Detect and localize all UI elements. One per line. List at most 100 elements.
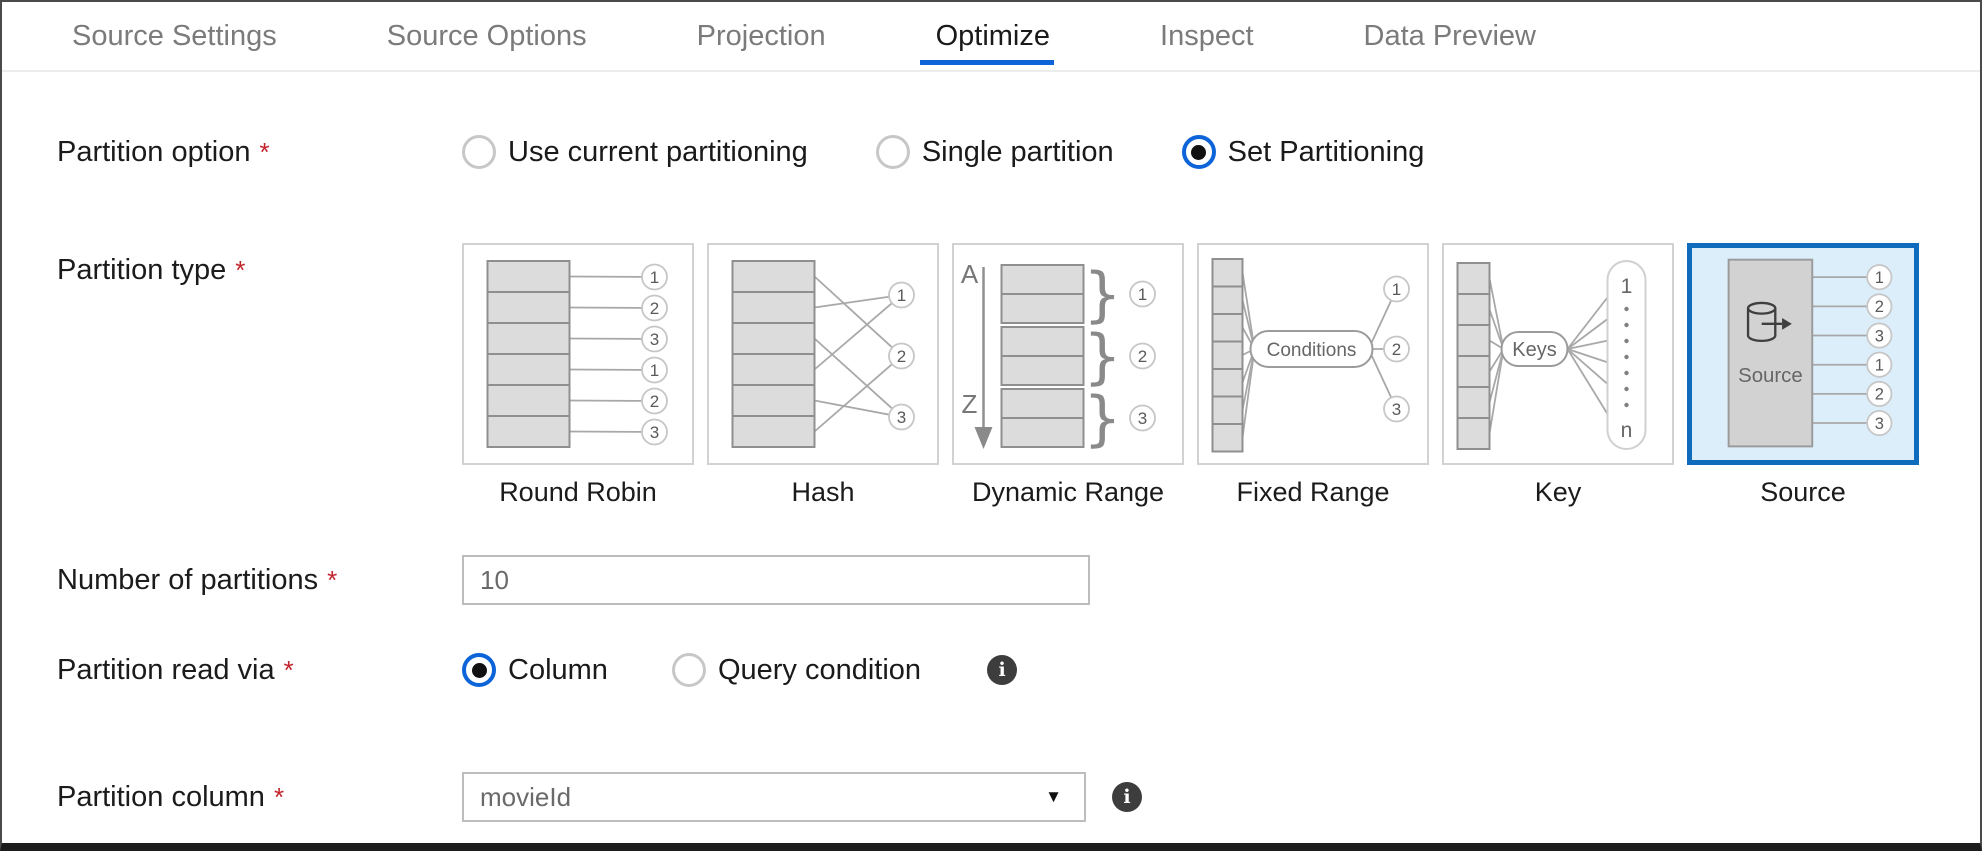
required-asterisk: * (327, 564, 338, 595)
partition-type-label: Partition type * (57, 254, 245, 287)
partition-column-dropdown[interactable]: movieId ▼ (462, 772, 1086, 822)
radio-column[interactable]: Column (462, 653, 608, 687)
radio-option-label: Column (508, 653, 608, 686)
required-asterisk: * (283, 654, 294, 685)
svg-text:2: 2 (1138, 347, 1147, 366)
svg-text:1: 1 (1875, 268, 1884, 287)
partition-type-card-source[interactable]: Source 1 2 3 1 2 3 Source (1687, 243, 1919, 508)
partition-column-row: Partition column * movieId ▼ i (57, 772, 1142, 822)
label-text: Number of partitions (57, 563, 319, 596)
partition-read-via-label: Partition read via * (57, 654, 462, 687)
tab-bar: Source Settings Source Options Projectio… (2, 2, 1980, 72)
label-text: Partition read via (57, 653, 275, 686)
radio-option-label: Set Partitioning (1227, 135, 1425, 168)
source-card-box-selected[interactable]: Source 1 2 3 1 2 3 (1687, 243, 1919, 465)
dynamic-range-card-box[interactable]: A Z } } } 1 2 3 (952, 243, 1184, 465)
svg-text:}: } (1083, 260, 1121, 330)
radio-circle-icon[interactable] (875, 135, 910, 169)
svg-text:}: } (1083, 384, 1121, 454)
svg-text:Keys: Keys (1512, 339, 1556, 361)
tab-optimize[interactable]: Optimize (919, 2, 1055, 70)
partition-option-row: Partition option* Use current partitioni… (57, 130, 1424, 174)
card-name: Hash (791, 477, 855, 507)
svg-text:1: 1 (1875, 356, 1884, 375)
svg-text:3: 3 (1875, 326, 1884, 345)
tab-projection[interactable]: Projection (696, 19, 826, 52)
card-name: Key (1534, 477, 1582, 507)
card-name: Dynamic Range (971, 477, 1165, 507)
number-of-partitions-input[interactable] (462, 555, 1090, 605)
radio-query-condition[interactable]: Query condition (671, 653, 922, 687)
partition-type-card-round-robin[interactable]: 1 2 3 1 2 3 Round Robin (462, 243, 694, 508)
partition-type-card-key[interactable]: Keys 1 n Key (1442, 243, 1674, 508)
svg-text:Z: Z (962, 389, 978, 419)
number-of-partitions-row: Number of partitions * (57, 555, 1090, 605)
dropdown-selected-value: movieId (480, 781, 572, 812)
svg-text:2: 2 (897, 347, 906, 366)
label-text: Partition type (57, 254, 227, 286)
required-asterisk: * (235, 255, 246, 285)
svg-text:1: 1 (650, 361, 659, 380)
svg-text:3: 3 (650, 423, 659, 442)
hash-card-box[interactable]: 1 2 3 (707, 243, 939, 465)
svg-text:A: A (961, 259, 979, 289)
tab-source-options[interactable]: Source Options (386, 19, 587, 52)
radio-option-label: Use current partitioning (508, 135, 808, 168)
svg-text:1: 1 (1621, 275, 1633, 298)
svg-text:1: 1 (650, 268, 659, 287)
svg-text:3: 3 (650, 330, 659, 349)
fixed-range-card-box[interactable]: Conditions 1 2 3 (1197, 243, 1429, 465)
tab-inspect[interactable]: Inspect (1160, 19, 1254, 52)
radio-single-partition[interactable]: Single partition (875, 135, 1114, 169)
partition-option-radio-group: Use current partitioning Single partitio… (462, 135, 1424, 169)
svg-text:3: 3 (1875, 414, 1884, 433)
svg-text:Source: Source (1738, 365, 1803, 387)
key-card-box[interactable]: Keys 1 n (1442, 243, 1674, 465)
partition-type-card-dynamic-range[interactable]: A Z } } } 1 2 3 Dynamic Range (952, 243, 1184, 508)
tab-source-settings[interactable]: Source Settings (72, 19, 277, 52)
required-asterisk: * (273, 781, 285, 812)
radio-option-label: Query condition (717, 653, 922, 686)
radio-option-label: Single partition (921, 135, 1114, 168)
source-diagram-icon: Source 1 2 3 1 2 3 (1727, 258, 1893, 448)
partition-column-label: Partition column * (57, 781, 462, 814)
chevron-down-icon[interactable]: ▼ (1045, 787, 1062, 806)
info-icon[interactable]: i (1112, 782, 1142, 812)
radio-use-current-partitioning[interactable]: Use current partitioning (462, 135, 808, 169)
round-robin-diagram-icon: 1 2 3 1 2 3 (486, 260, 668, 448)
radio-circle-selected-icon[interactable] (1181, 135, 1216, 169)
info-icon[interactable]: i (987, 655, 1018, 685)
svg-text:n: n (1621, 419, 1633, 442)
partition-read-via-row: Partition read via * Column Query conditi… (57, 650, 1018, 690)
key-diagram-icon: Keys 1 n (1456, 260, 1647, 450)
radio-set-partitioning[interactable]: Set Partitioning (1181, 135, 1425, 169)
radio-circle-icon[interactable] (462, 135, 496, 169)
svg-text:3: 3 (1392, 400, 1401, 419)
radio-circle-selected-icon[interactable] (462, 653, 496, 687)
svg-text:Conditions: Conditions (1267, 340, 1357, 361)
svg-text:3: 3 (897, 408, 906, 427)
fixed-range-diagram-icon: Conditions 1 2 3 (1211, 258, 1410, 453)
number-of-partitions-label: Number of partitions * (57, 564, 462, 597)
svg-text:2: 2 (1875, 297, 1884, 316)
dynamic-range-diagram-icon: A Z } } } 1 2 3 (961, 259, 1156, 454)
radio-dot (471, 662, 487, 678)
radio-circle-icon[interactable] (671, 653, 706, 687)
radio-dot (1191, 144, 1207, 160)
card-name: Round Robin (499, 477, 657, 507)
hash-diagram-icon: 1 2 3 (731, 260, 915, 448)
svg-text:2: 2 (650, 299, 659, 318)
round-robin-card-box[interactable]: 1 2 3 1 2 3 (462, 243, 694, 465)
svg-text:2: 2 (1875, 385, 1884, 404)
partition-type-cards: 1 2 3 1 2 3 Round Robin (462, 243, 1919, 508)
card-name: Fixed Range (1236, 477, 1390, 507)
label-text: Partition option (57, 135, 251, 168)
partition-read-via-radio-group: Column Query condition (462, 653, 921, 687)
tab-data-preview[interactable]: Data Preview (1363, 19, 1536, 52)
partition-type-card-hash[interactable]: 1 2 3 Hash (707, 243, 939, 508)
label-text: Partition column (57, 780, 265, 813)
card-name: Source (1760, 477, 1846, 507)
svg-text:}: } (1083, 322, 1121, 392)
partition-type-card-fixed-range[interactable]: Conditions 1 2 3 Fixed Range (1197, 243, 1429, 508)
